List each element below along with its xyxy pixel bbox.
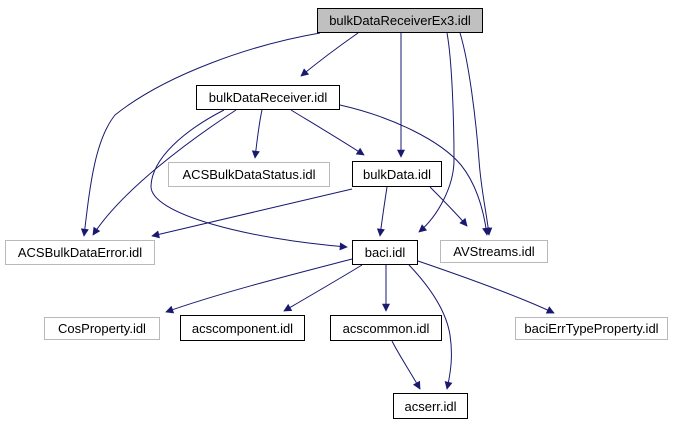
node-cosproperty[interactable]: CosProperty.idl: [44, 317, 160, 340]
node-acsbulkdataerror[interactable]: ACSBulkDataError.idl: [5, 240, 155, 265]
edge-bulkdatareceiver-to-avstreams: [339, 104, 491, 236]
node-acscomponent[interactable]: acscomponent.idl: [180, 315, 305, 341]
edge-acscommon-to-acserr: [391, 340, 421, 390]
edge-baci-to-bacierrtypeproperty: [417, 260, 555, 314]
node-bacierrtypeproperty[interactable]: baciErrTypeProperty.idl: [515, 317, 668, 340]
node-acscommon[interactable]: acscommon.idl: [330, 315, 442, 341]
edge-bulkdatareceiverex3-to-avstreams: [459, 32, 493, 236]
edge-bulkdata-to-avstreams: [429, 186, 468, 227]
node-acserr[interactable]: acserr.idl: [393, 393, 468, 419]
edge-baci-to-cosproperty: [165, 258, 353, 314]
edge-bulkdata-to-acsbulkdataerror: [151, 188, 353, 239]
edge-bulkdatareceiver-to-acsbulkdatastatus: [251, 109, 263, 159]
edge-baci-to-acserr: [408, 264, 453, 390]
node-bulkdata[interactable]: bulkData.idl: [352, 161, 442, 187]
edge-group: [80, 32, 555, 390]
edge-bulkdatareceiverex3-to-acsbulkdataerror: [80, 32, 321, 237]
node-avstreams[interactable]: AVStreams.idl: [440, 240, 548, 263]
edge-bulkdatareceiver-to-acsbulkdataerror: [92, 109, 237, 236]
node-acsbulkdatastatus[interactable]: ACSBulkDataStatus.idl: [168, 162, 330, 187]
edge-bulkdatareceiverex3-to-bulkdatareceiver: [300, 32, 359, 77]
edge-bulkdatareceiver-to-baci: [150, 109, 348, 251]
node-bulkdatareceiver[interactable]: bulkDataReceiver.idl: [196, 85, 340, 110]
edge-bulkdatareceiverex3-to-baci: [418, 32, 455, 233]
edge-bulkdatareceiver-to-bulkdata: [290, 109, 365, 156]
edge-baci-to-acscomponent: [283, 264, 363, 312]
edge-bulkdata-to-baci: [376, 186, 388, 237]
node-baci[interactable]: baci.idl: [352, 240, 418, 265]
node-bulkdatareceiverex3[interactable]: bulkDataReceiverEx3.idl: [317, 8, 483, 33]
